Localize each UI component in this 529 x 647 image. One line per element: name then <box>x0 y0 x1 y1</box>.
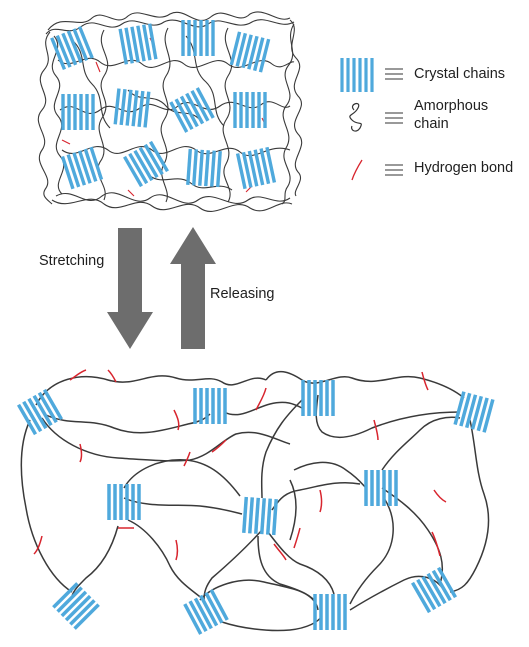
relaxed-amorphous-chains <box>37 11 303 213</box>
crystal-block <box>453 391 495 433</box>
releasing-label: Releasing <box>210 286 275 302</box>
crystal-block <box>16 388 64 436</box>
crystal-block <box>50 25 94 71</box>
crystal-block <box>229 31 271 73</box>
legend-amorphous-label-line2: chain <box>414 116 449 132</box>
crystal-block <box>242 496 278 536</box>
crystal-block <box>107 484 141 520</box>
stretched-hydrogen-bonds <box>33 369 447 561</box>
stretched-network <box>16 369 495 635</box>
crystal-block <box>61 94 95 130</box>
legend-crystal-icon <box>340 58 374 92</box>
legend-crystal-label: Crystal chains <box>414 66 505 82</box>
legend: Crystal chains Amorphous chain Hydrogen … <box>340 58 513 181</box>
crystal-block <box>169 87 215 133</box>
legend-hbond-icon <box>351 159 363 181</box>
crystal-block <box>123 140 169 188</box>
crystal-block <box>313 594 347 630</box>
releasing-arrow <box>170 227 216 349</box>
crystal-block <box>60 146 104 190</box>
crystal-block <box>113 88 151 128</box>
legend-equivalence-icon <box>385 164 403 176</box>
legend-amorphous-icon <box>349 102 362 132</box>
crystal-block <box>364 470 398 506</box>
stretched-crystal-blocks <box>16 380 495 635</box>
legend-equivalence-icon <box>385 68 403 80</box>
relaxed-crystal-blocks <box>50 20 277 190</box>
crystal-block <box>410 566 458 614</box>
crystal-block <box>235 146 277 190</box>
legend-amorphous-label-line1: Amorphous <box>414 98 488 114</box>
crystal-block <box>52 582 100 630</box>
crystal-block <box>181 20 215 56</box>
crystal-block <box>118 23 158 65</box>
crystal-block <box>193 388 227 424</box>
crystal-block <box>233 92 267 128</box>
legend-equivalence-icon <box>385 112 403 124</box>
crystal-block <box>183 589 229 635</box>
crystal-block <box>186 148 222 188</box>
legend-hbond-label: Hydrogen bond <box>414 160 513 176</box>
relaxed-network <box>37 11 303 213</box>
stretching-label: Stretching <box>39 253 104 269</box>
process-arrows: Stretching Releasing <box>39 227 275 349</box>
stretching-arrow <box>107 228 153 349</box>
crystal-block <box>301 380 335 416</box>
